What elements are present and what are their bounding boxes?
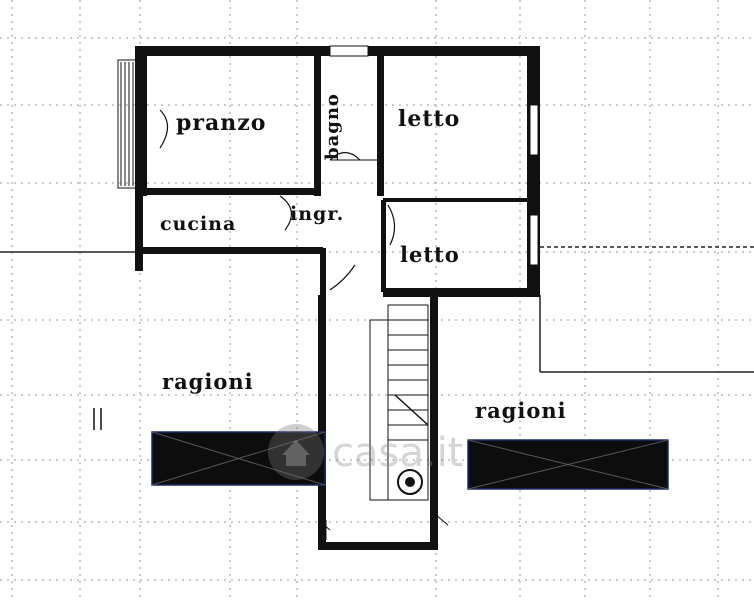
watermark-text: casa.it [332,430,463,476]
room-label-ragioni-right: ragioni [475,398,567,423]
door-swings [159,109,396,291]
section-marker [93,408,102,430]
site-lines [0,246,754,373]
room-label-cucina: cucina [160,213,236,235]
room-label-pranzo: pranzo [176,110,266,136]
room-label-bagno: bagno [322,93,343,160]
redaction-box-right [467,439,669,490]
room-label-ingresso: ingr. [290,203,344,225]
watermark: casa.it [268,424,463,480]
redaction-box-left [151,431,326,486]
staircase [317,304,449,540]
room-label-letto-top: letto [398,106,460,132]
room-label-letto-bottom: letto [400,242,460,267]
walls [117,45,540,550]
room-label-ragioni-left: ragioni [162,369,254,394]
